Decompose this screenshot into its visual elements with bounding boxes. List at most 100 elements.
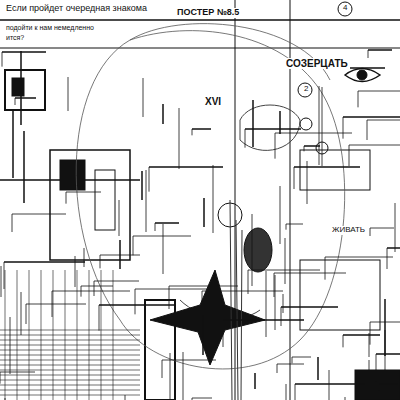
callout-number: 4 bbox=[341, 4, 349, 13]
schematic-wire bbox=[133, 236, 191, 237]
schematic-wire bbox=[23, 131, 25, 203]
schematic-wire bbox=[283, 294, 284, 313]
schematic-wire bbox=[0, 340, 140, 341]
schematic-wire bbox=[89, 270, 90, 400]
schematic-wire bbox=[0, 385, 140, 386]
schematic-wire bbox=[162, 360, 163, 378]
schematic-wire bbox=[66, 192, 101, 193]
schematic-wire bbox=[163, 224, 164, 274]
schematic-wire bbox=[358, 91, 400, 92]
schematic-wire bbox=[192, 128, 211, 130]
schematic-wire bbox=[169, 286, 238, 287]
schematic-wire bbox=[349, 145, 400, 146]
schematic-wire bbox=[286, 224, 303, 225]
schematic-wire bbox=[349, 145, 350, 166]
schematic-wire bbox=[295, 383, 365, 385]
schematic-wire bbox=[119, 200, 120, 236]
schematic-wire bbox=[343, 335, 344, 347]
schematic-wire bbox=[135, 289, 136, 314]
schematic-wire bbox=[248, 270, 320, 271]
schematic-wire bbox=[292, 357, 293, 363]
schematic-wire bbox=[0, 375, 140, 376]
schematic-wire bbox=[183, 352, 184, 400]
schematic-wire bbox=[53, 270, 54, 400]
schematic-wire bbox=[99, 305, 100, 331]
schematic-wire bbox=[368, 49, 392, 51]
schematic-wire bbox=[307, 161, 308, 204]
schematic-wire bbox=[325, 257, 393, 258]
schematic-wire bbox=[279, 111, 281, 134]
schematic-wire bbox=[280, 186, 281, 244]
schematic-wire bbox=[81, 286, 82, 297]
schematic-wire bbox=[395, 203, 396, 252]
schematic-wire bbox=[317, 357, 319, 380]
schematic-wire bbox=[281, 306, 338, 308]
schematic-wire bbox=[77, 270, 78, 400]
schematic-wire bbox=[1, 266, 2, 297]
schematic-wire bbox=[0, 335, 140, 336]
schematic-wire bbox=[0, 350, 140, 351]
schematic-wire bbox=[66, 192, 67, 204]
schematic-wire bbox=[135, 289, 211, 290]
schematic-wire bbox=[202, 291, 283, 292]
schematic-wire bbox=[319, 86, 320, 165]
schematic-wire bbox=[84, 248, 85, 267]
schematic-wire bbox=[213, 165, 214, 233]
schematic-wire bbox=[15, 97, 36, 99]
schematic-wire bbox=[370, 228, 371, 236]
schematic-wire bbox=[29, 270, 30, 400]
schematic-wire bbox=[162, 104, 164, 124]
schematic-wire bbox=[245, 128, 301, 130]
schematic-wire bbox=[245, 129, 246, 148]
schematic-wire bbox=[294, 166, 360, 168]
schematic-wire bbox=[143, 78, 144, 117]
schematic-wire bbox=[12, 214, 66, 215]
schematic-wire bbox=[387, 247, 400, 249]
schematic-wire bbox=[141, 171, 143, 200]
poster-text: ЖИВАТЬ bbox=[330, 226, 367, 235]
schematic-wire bbox=[149, 167, 150, 192]
schematic-wire bbox=[304, 145, 320, 147]
schematic-wire bbox=[192, 398, 212, 399]
schematic-wire bbox=[202, 291, 203, 318]
schematic-wire bbox=[100, 255, 101, 268]
schematic-wire bbox=[343, 334, 380, 336]
schematic-wire bbox=[179, 108, 180, 169]
schematic-wire bbox=[379, 384, 380, 390]
schematic-wire bbox=[387, 248, 388, 269]
schematic-wire bbox=[367, 120, 368, 140]
schematic-wire bbox=[0, 395, 140, 396]
schematic-wire bbox=[15, 98, 16, 105]
schematic-wire bbox=[358, 91, 359, 107]
schematic-wire bbox=[286, 384, 287, 400]
schematic-wire bbox=[94, 281, 95, 296]
schematic-wire bbox=[285, 238, 286, 284]
schematic-wire bbox=[192, 129, 193, 135]
schematic-wire bbox=[20, 51, 22, 125]
schematic-wire bbox=[248, 270, 249, 294]
schematic-wire bbox=[21, 292, 22, 335]
schematic-wire bbox=[384, 299, 386, 356]
schematic-wire bbox=[192, 398, 193, 400]
schematic-wire bbox=[17, 270, 18, 400]
schematic-wire bbox=[274, 273, 275, 297]
schematic-wire bbox=[12, 110, 14, 178]
schematic-wire bbox=[329, 370, 330, 400]
schematic-wire bbox=[369, 360, 370, 400]
schematic-wire bbox=[286, 224, 287, 230]
schematic-wire bbox=[65, 270, 66, 400]
schematic-wire bbox=[68, 77, 69, 111]
poster-text: ится? bbox=[4, 34, 26, 42]
schematic-wire bbox=[41, 270, 42, 400]
schematic-wire bbox=[343, 117, 344, 139]
schematic-wire bbox=[275, 275, 276, 330]
schematic-wire bbox=[0, 355, 140, 356]
schematic-wire bbox=[223, 319, 304, 321]
schematic-wire bbox=[345, 397, 346, 400]
schematic-wire bbox=[149, 166, 223, 168]
schematic-wire bbox=[170, 353, 171, 400]
schematic-wire bbox=[203, 198, 205, 227]
schematic-wire bbox=[155, 222, 179, 224]
schematic-wire bbox=[275, 133, 276, 159]
